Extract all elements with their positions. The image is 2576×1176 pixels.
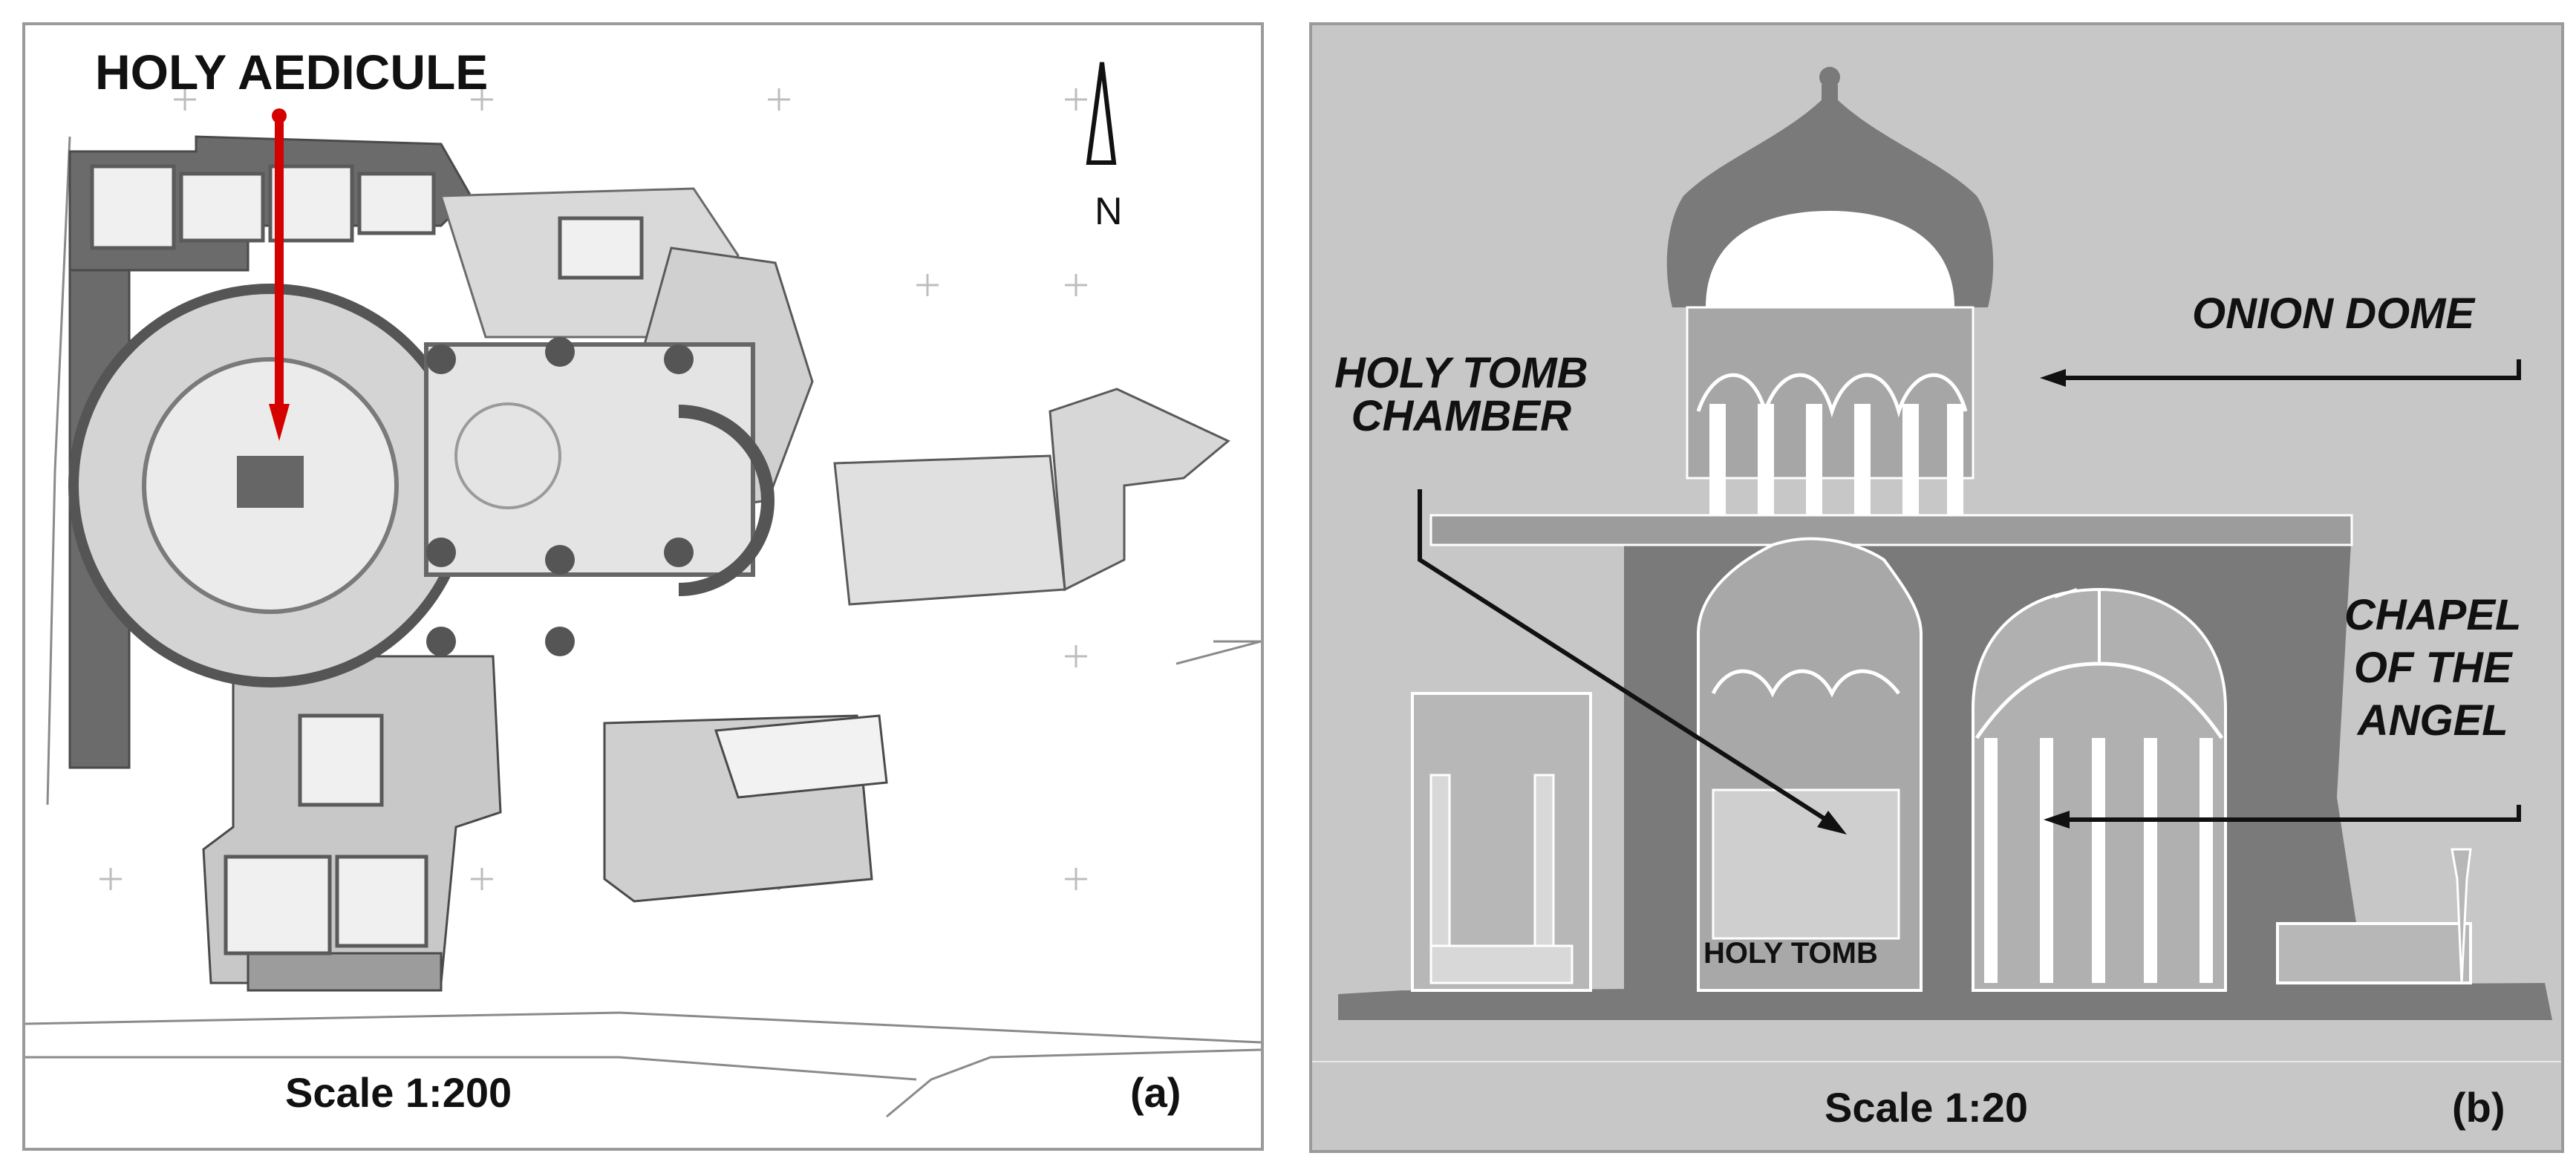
floor-plan-panel: HOLY AEDICULE N Scale 1:200 (a)	[22, 22, 1264, 1151]
holy-tomb-chamber-line1: HOLY TOMB	[1334, 349, 1588, 397]
holy-tomb-chamber-line2: CHAMBER	[1351, 392, 1571, 440]
street-outlines	[25, 136, 1261, 1118]
panel-tag-b: (b)	[2452, 1084, 2505, 1131]
ground-line	[1312, 1061, 2561, 1062]
section-drawing	[1312, 67, 2561, 1062]
holy-aedicule-pointer	[269, 108, 290, 441]
floor-slab	[1338, 983, 2552, 1020]
leader-arrowheads	[1817, 369, 2070, 834]
chapel-of-the-angel-label: CHAPEL OF THE ANGEL	[2344, 589, 2521, 747]
holy-tomb-label: HOLY TOMB	[1703, 937, 1878, 970]
left-structure	[1411, 692, 1592, 992]
chapel-line3: ANGEL	[2357, 696, 2508, 745]
north-label: N	[1095, 190, 1123, 233]
section-panel: ONION DOME HOLY TOMB CHAMBER CHAPEL OF T…	[1309, 22, 2564, 1153]
aedicule-body	[1429, 514, 2367, 992]
north-arrow	[1086, 62, 1117, 165]
holy-tomb-chamber-label: HOLY TOMB CHAMBER	[1334, 352, 1588, 438]
floor-plan-drawing	[25, 62, 1261, 1118]
annotation-leaders	[1418, 359, 2521, 822]
chapel-line2: OF THE	[2353, 643, 2512, 692]
panel-tag-a: (a)	[1130, 1069, 1181, 1116]
rotunda	[68, 284, 472, 687]
scale-label-b: Scale 1:20	[1825, 1084, 2028, 1131]
katholikon	[424, 337, 775, 656]
north-rooms	[90, 164, 644, 956]
scale-label-a: Scale 1:200	[285, 1069, 512, 1116]
holy-aedicule-label: HOLY AEDICULE	[95, 45, 489, 99]
right-structure	[2276, 848, 2472, 984]
onion-dome	[1666, 67, 1994, 515]
onion-dome-label: ONION DOME	[2192, 290, 2475, 338]
chapel-line1: CHAPEL	[2344, 591, 2522, 639]
